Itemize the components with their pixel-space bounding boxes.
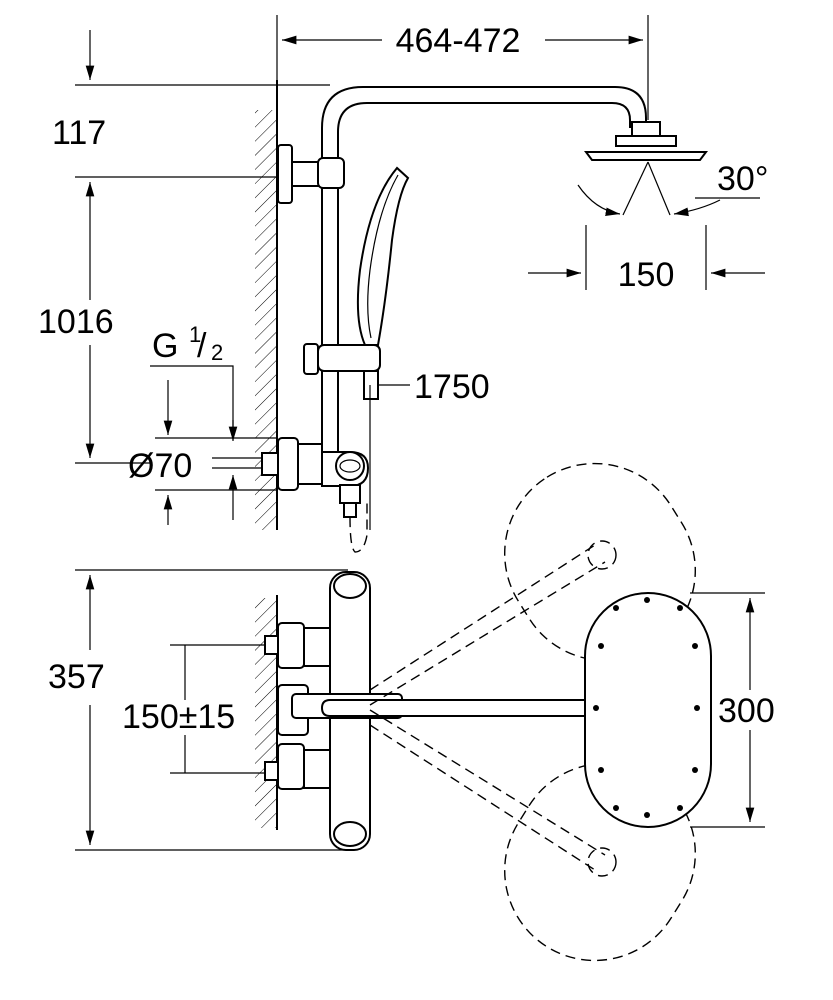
dim-centers: 150±15 (122, 644, 275, 774)
dim-hose: 1750 (378, 368, 490, 406)
flange-diameter-label: Ø70 (128, 447, 192, 485)
thread-denominator: 2 (211, 340, 223, 365)
head-plate (584, 592, 712, 828)
dim-mixer-height: 357 (48, 569, 348, 851)
thread-numerator: 1 (189, 322, 201, 347)
thread-slash: / (197, 327, 207, 365)
hose-length-label: 1750 (414, 368, 490, 406)
hand-shower (356, 166, 410, 346)
side-elevation: 464-472 117 1016 G 1 / 2 (38, 15, 768, 553)
swivel-positions (369, 462, 696, 962)
thread-letter: G (152, 327, 178, 365)
plan-view: 357 150±15 (48, 462, 775, 962)
dim-rail-height: 1016 (38, 176, 278, 464)
spray-angle-label: 30° (717, 160, 768, 198)
dim-arm-length: 464-472 (276, 15, 649, 120)
mixer-height-label: 357 (48, 658, 105, 696)
centers-label: 150±15 (122, 698, 235, 736)
rail-height-label: 1016 (38, 303, 114, 341)
shower-head: 30° 150 (528, 121, 768, 294)
plate-height-label: 300 (718, 692, 775, 730)
dim-top-height: 117 (52, 30, 330, 152)
thread-spec: G 1 / 2 (150, 322, 278, 525)
shower-rail (277, 86, 647, 470)
arm-length-label: 464-472 (396, 22, 521, 60)
head-diameter-label: 150 (618, 256, 675, 294)
mixer-side-view (261, 385, 371, 553)
wall-hatch-lower (255, 595, 278, 830)
top-height-label: 117 (52, 114, 106, 152)
dim-plate-height: 300 (690, 592, 775, 828)
